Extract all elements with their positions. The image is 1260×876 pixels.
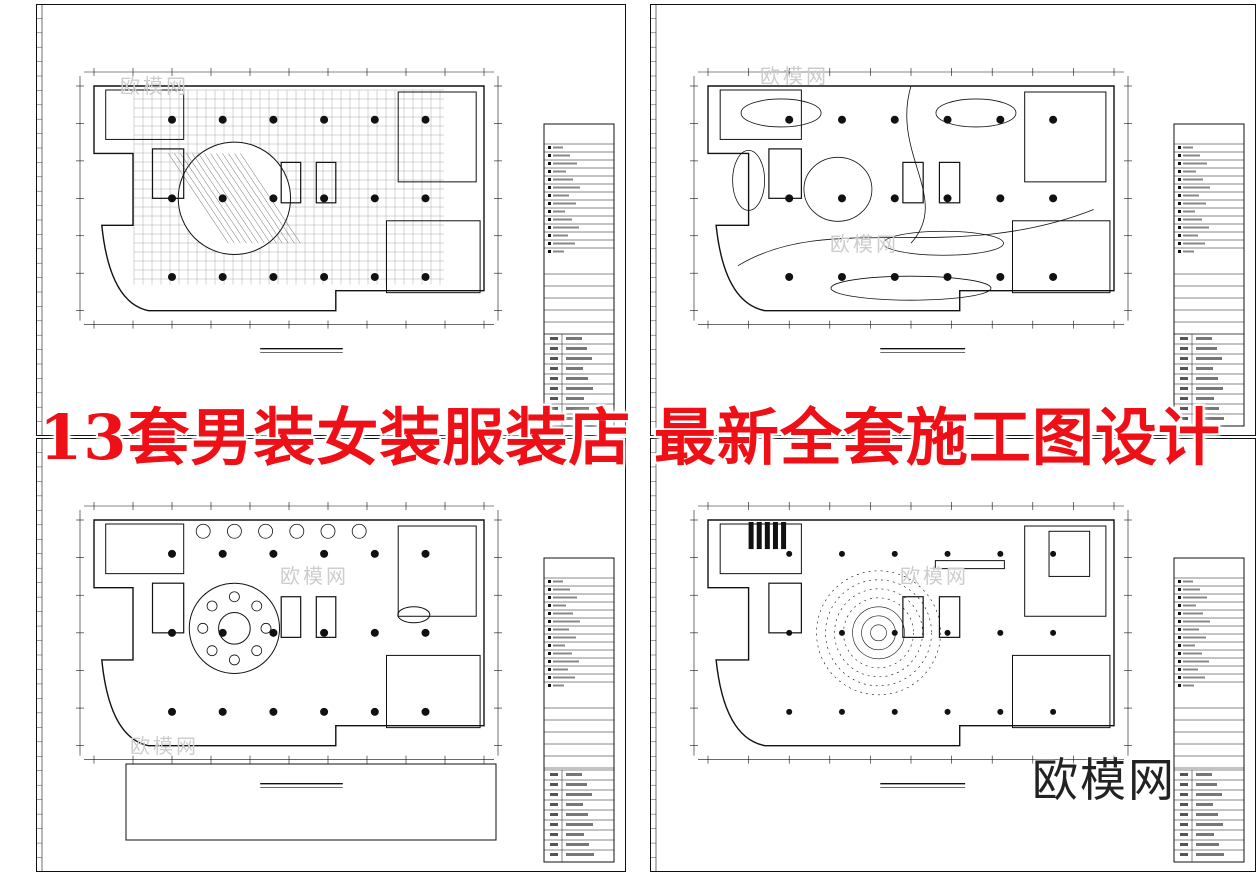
floor-plan-drawing xyxy=(76,68,502,353)
promo-title-banner: 13套男装女装服装店 最新全套施工图设计 xyxy=(39,401,1221,474)
floor-plan-drawing xyxy=(76,502,502,788)
watermark-text: 欧模网 xyxy=(130,734,199,758)
title-block xyxy=(1173,123,1245,427)
watermark-text: 欧模网 xyxy=(280,564,349,588)
watermark-text: 欧模网 xyxy=(760,64,829,88)
watermark-text: 欧模网 xyxy=(830,232,899,256)
cad-sheet-floor-paving-plan xyxy=(36,4,626,436)
title-block xyxy=(1173,557,1245,863)
title-block xyxy=(543,123,615,427)
title-block xyxy=(543,557,615,863)
floor-plan-drawing xyxy=(690,502,1132,788)
watermark-text: 欧模网 xyxy=(120,74,189,98)
cad-sheet-furniture-plan xyxy=(36,438,626,872)
cad-sheet-ceiling-plan xyxy=(650,438,1256,872)
floor-plan-drawing xyxy=(690,68,1132,353)
watermark-text: 欧模网 xyxy=(900,564,969,588)
cad-sheet-circulation-plan xyxy=(650,4,1256,436)
site-logo-watermark: 欧模网 xyxy=(1032,753,1176,807)
